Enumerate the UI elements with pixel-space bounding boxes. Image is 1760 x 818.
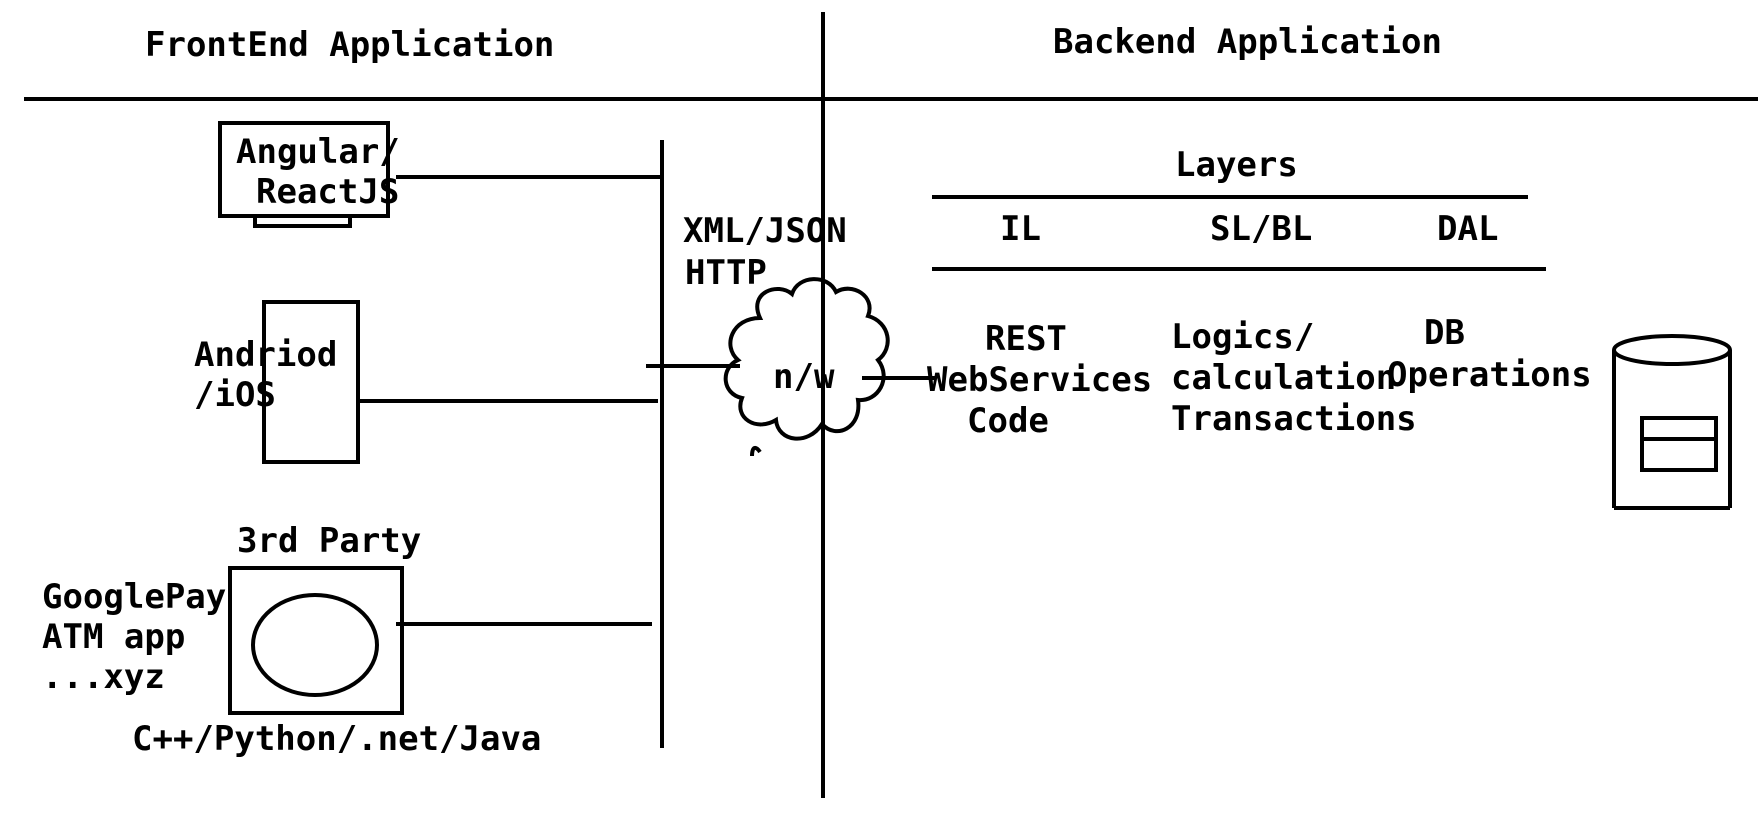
dal-detail-1: DB (1424, 313, 1465, 353)
layer-dal: DAL (1437, 209, 1498, 249)
database-icon (1612, 334, 1732, 510)
il-detail-2: WebServices (927, 360, 1152, 400)
il-detail-3: Code (967, 401, 1049, 441)
phone-icon (262, 300, 360, 464)
device-icon (228, 566, 404, 715)
web-client-label-line2: ReactJS (256, 172, 399, 212)
protocol-label: HTTP (685, 253, 767, 293)
third-party-label-line2: ATM app (42, 617, 185, 657)
monitor-icon (218, 121, 390, 228)
cloud-tail-mark (750, 445, 762, 457)
third-party-label-line3: ...xyz (42, 657, 165, 697)
sl-detail-3: Transactions (1171, 399, 1417, 439)
il-detail-1: REST (985, 319, 1067, 359)
cloud-label: n/w (773, 357, 835, 397)
languages-label: C++/Python/.net/Java (132, 719, 541, 759)
sl-detail-1: Logics/ (1171, 317, 1314, 357)
third-party-title: 3rd Party (237, 521, 421, 561)
cloud-icon (723, 277, 890, 441)
frontend-header: FrontEnd Application (145, 25, 554, 65)
web-client-label-line1: Angular/ (236, 132, 400, 172)
third-party-label-line1: GooglePay (42, 577, 226, 617)
mobile-client-label-line1: Andriod (194, 335, 337, 375)
layer-sl-bl: SL/BL (1210, 209, 1312, 249)
layers-title: Layers (1175, 145, 1298, 185)
sl-detail-2: calculation (1171, 358, 1396, 398)
backend-header: Backend Application (1053, 22, 1442, 62)
dal-detail-2: Operations (1387, 355, 1592, 395)
layer-il: IL (1000, 209, 1041, 249)
format-label: XML/JSON (683, 211, 847, 251)
mobile-client-label-line2: /iOS (194, 375, 276, 415)
